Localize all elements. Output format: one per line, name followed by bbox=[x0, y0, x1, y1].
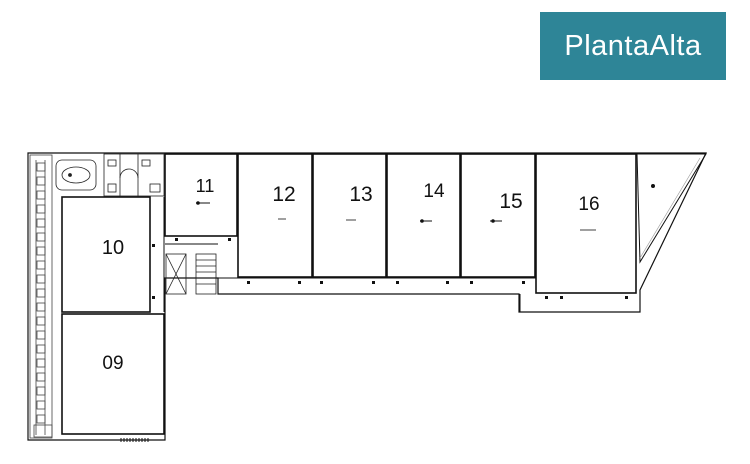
balcony-modules bbox=[36, 162, 46, 424]
room-label-10: 10 bbox=[102, 237, 124, 259]
room-label-12: 12 bbox=[272, 183, 295, 206]
room-10 bbox=[61, 196, 151, 313]
room-14-dot-icon bbox=[420, 219, 424, 223]
restroom-block bbox=[103, 153, 165, 197]
room-09 bbox=[61, 313, 165, 435]
room-16 bbox=[535, 153, 637, 294]
room-14 bbox=[386, 153, 461, 278]
east-wedge bbox=[636, 153, 707, 264]
room-15 bbox=[460, 153, 536, 278]
door-markers bbox=[152, 238, 628, 299]
west-corridor bbox=[149, 197, 165, 312]
room-15-dot-icon bbox=[491, 219, 495, 223]
floor-title: PlantaAlta bbox=[564, 29, 702, 62]
room-label-15: 15 bbox=[499, 190, 522, 213]
room-label-09: 09 bbox=[102, 353, 123, 374]
washroom-area bbox=[55, 159, 97, 191]
south-corridor bbox=[165, 235, 536, 312]
stair-core bbox=[165, 253, 217, 295]
room-13 bbox=[312, 153, 387, 278]
west-balcony bbox=[29, 154, 53, 439]
room-label-14: 14 bbox=[423, 181, 445, 202]
bottom-vents bbox=[120, 438, 149, 442]
floor-title-badge: PlantaAlta bbox=[540, 12, 726, 80]
room-label-13: 13 bbox=[349, 183, 372, 206]
room-11 bbox=[164, 153, 238, 237]
room-label-11: 11 bbox=[196, 176, 215, 196]
room-label-16: 16 bbox=[578, 194, 599, 215]
room-12 bbox=[237, 153, 313, 278]
room-11-dot-icon bbox=[196, 201, 200, 205]
